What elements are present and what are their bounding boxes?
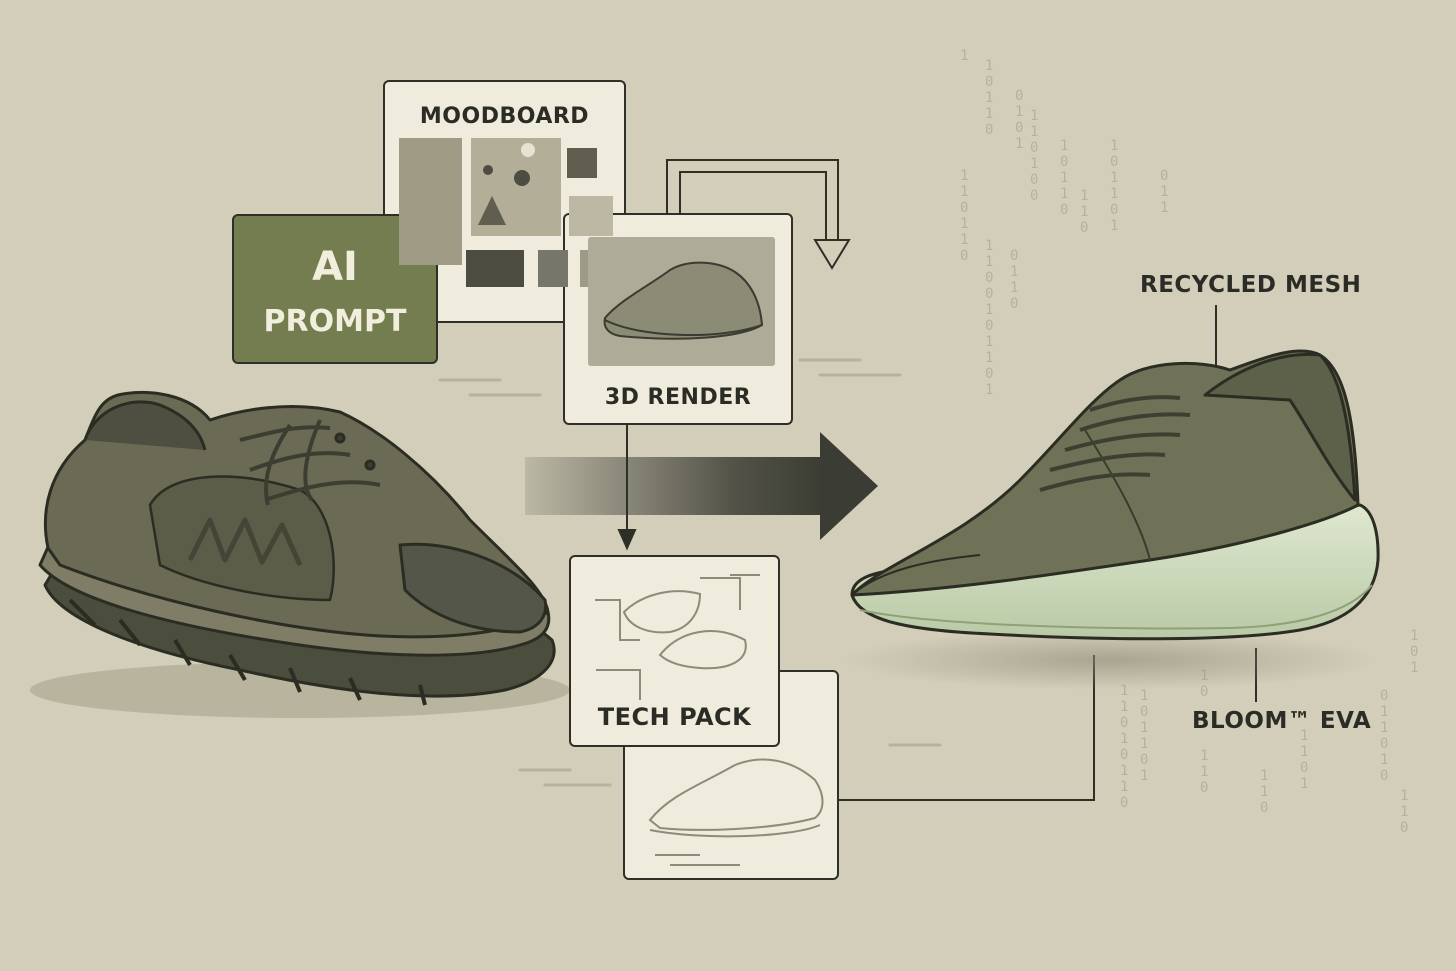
bloom-eva-label: BLOOM™ EVA [1192, 708, 1371, 734]
recycled-mesh-label: RECYCLED MESH [1140, 272, 1361, 298]
tech-pack-drawing-icon [595, 575, 760, 700]
3d-render-preview-icon [588, 237, 775, 366]
shoe-sketch-icon [650, 760, 823, 865]
moodboard-swatches-icon [399, 138, 615, 287]
